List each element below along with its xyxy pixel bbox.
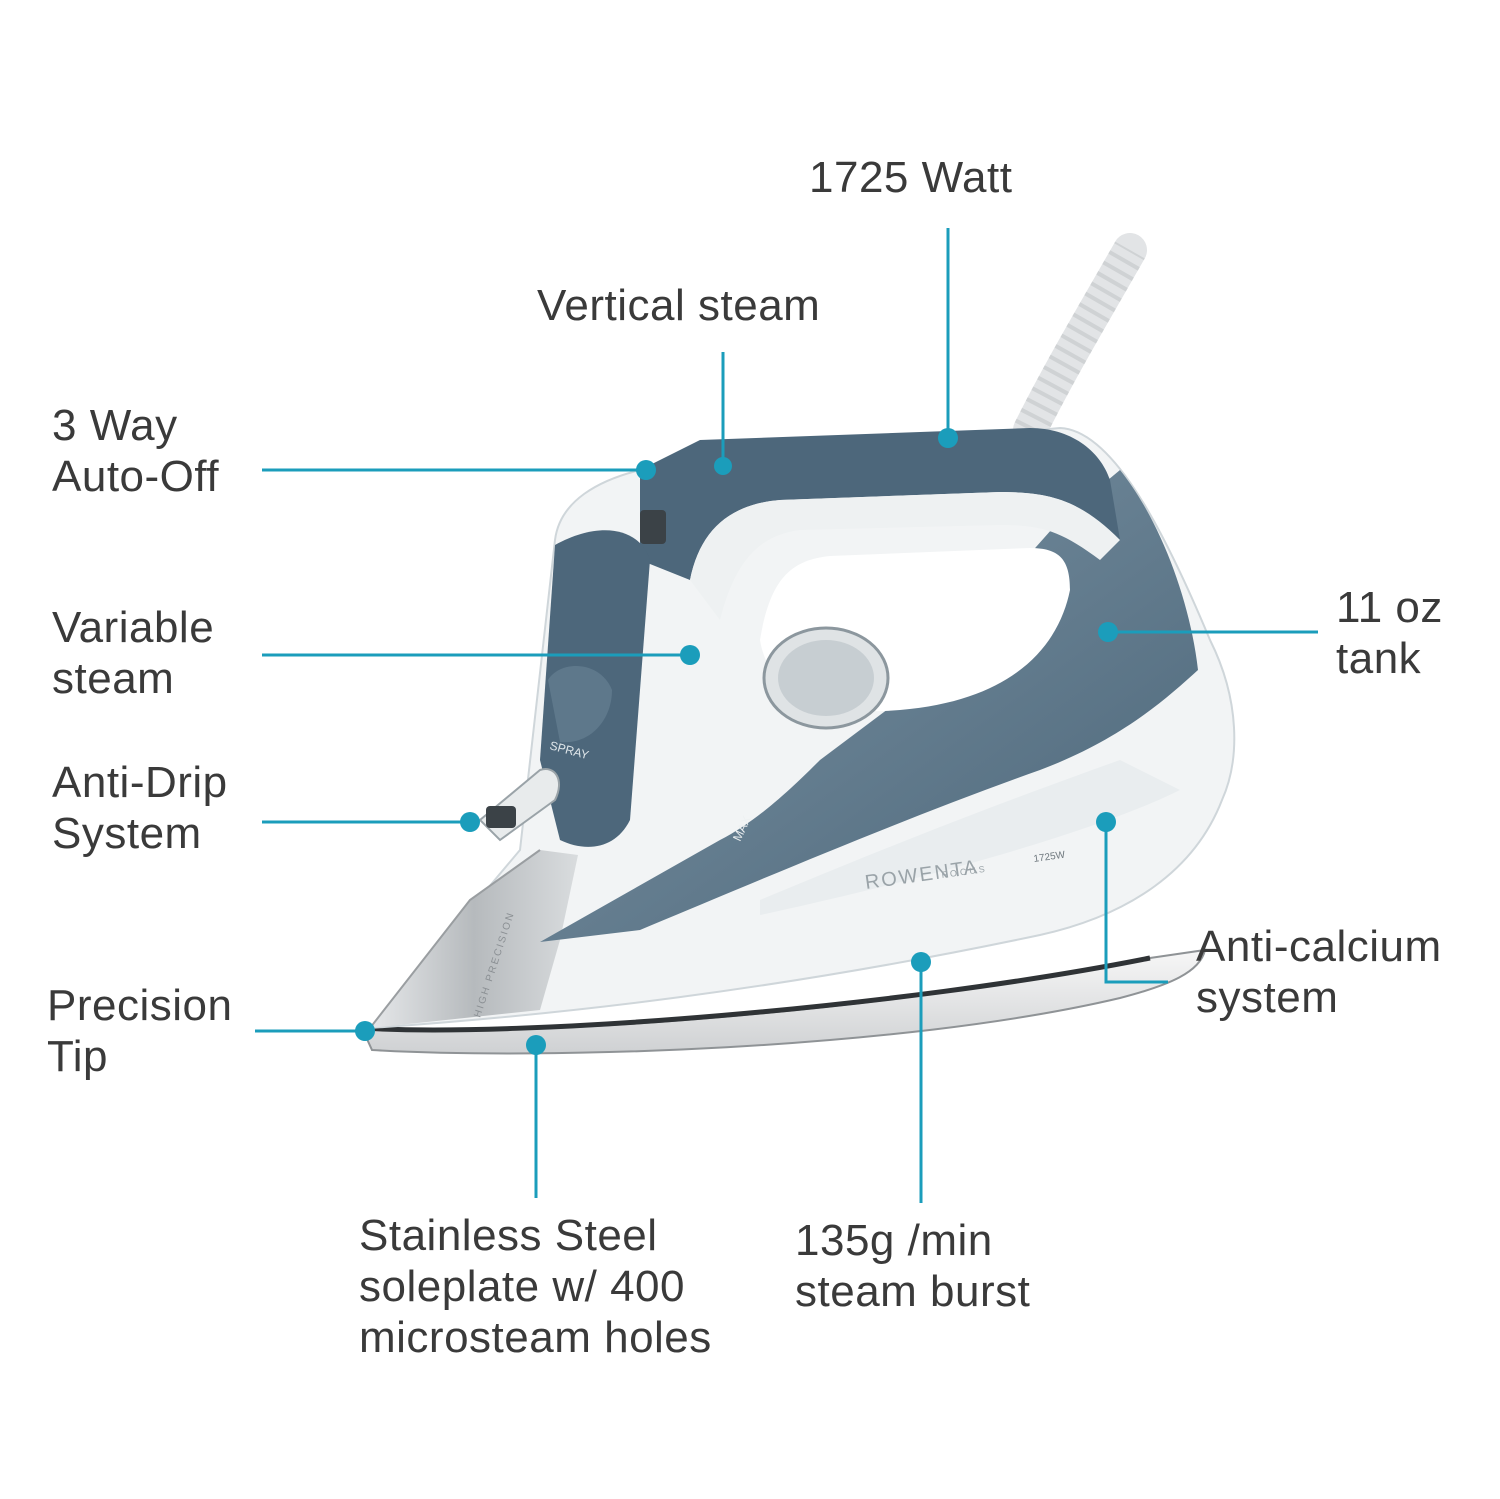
tank-dot	[1098, 622, 1118, 642]
soleplate-label-line-3: microsteam holes	[359, 1313, 712, 1362]
vertical-steam-dot	[714, 457, 732, 475]
precision-tip-dot	[355, 1021, 375, 1041]
callout-dots	[355, 428, 1118, 1055]
anti-drip-button	[478, 768, 560, 842]
steam-burst-dot	[911, 952, 931, 972]
variable-steam-label: Variable steam	[52, 602, 214, 704]
anti-drip-label-line-2: System	[52, 809, 202, 858]
variable-steam-label-line-2: steam	[52, 654, 175, 703]
steam-burst-label-line-1: 135g /min	[795, 1216, 993, 1265]
vertical-steam-label-line: Vertical steam	[537, 281, 821, 330]
precision-tip-label-line-1: Precision	[47, 981, 233, 1030]
auto-off-label: 3 Way Auto-Off	[52, 400, 219, 502]
steam-burst-label-line-2: steam burst	[795, 1267, 1031, 1316]
precision-tip-label-line-2: Tip	[47, 1032, 108, 1081]
anti-calcium-label: Anti-calcium system	[1196, 921, 1442, 1023]
anti-drip-dot	[460, 812, 480, 832]
auto-off-dot	[636, 460, 656, 480]
anti-drip-label-line-1: Anti-Drip	[52, 758, 228, 807]
anti-calcium-label-line-1: Anti-calcium	[1196, 922, 1442, 971]
auto-off-label-line-2: Auto-Off	[52, 452, 220, 501]
auto-off-switch	[640, 510, 666, 544]
tank-label: 11 oz tank	[1336, 582, 1443, 684]
wattage-marking: 1725W	[1033, 850, 1066, 865]
tank-label-line-1: 11 oz	[1336, 583, 1443, 632]
soleplate-label-line-2: soleplate w/ 400	[359, 1262, 685, 1311]
soleplate	[360, 948, 1207, 1055]
precision-tip-label: Precision Tip	[47, 980, 232, 1082]
front-grip	[540, 530, 650, 847]
watt-label-line: 1725 Watt	[809, 153, 1013, 202]
soleplate-dot	[526, 1035, 546, 1055]
soleplate-label: Stainless Steel soleplate w/ 400 microst…	[359, 1210, 712, 1363]
tank-label-line-2: tank	[1336, 634, 1422, 683]
auto-off-label-line-1: 3 Way	[52, 401, 178, 450]
steam-burst-label: 135g /min steam burst	[795, 1215, 1030, 1317]
variable-steam-label-line-1: Variable	[52, 603, 215, 652]
anti-calcium-dot	[1096, 812, 1116, 832]
callout-lines	[255, 228, 1318, 1203]
vertical-steam-label: Vertical steam	[537, 280, 820, 331]
power-cord	[1013, 233, 1147, 447]
temperature-dial	[762, 626, 890, 730]
variable-steam-dot	[680, 645, 700, 665]
soleplate-label-line-1: Stainless Steel	[359, 1211, 658, 1260]
watt-label: 1725 Watt	[809, 152, 1012, 203]
anti-drip-label: Anti-Drip System	[52, 757, 228, 859]
anti-calcium-label-line-2: system	[1196, 973, 1339, 1022]
watt-dot	[938, 428, 958, 448]
